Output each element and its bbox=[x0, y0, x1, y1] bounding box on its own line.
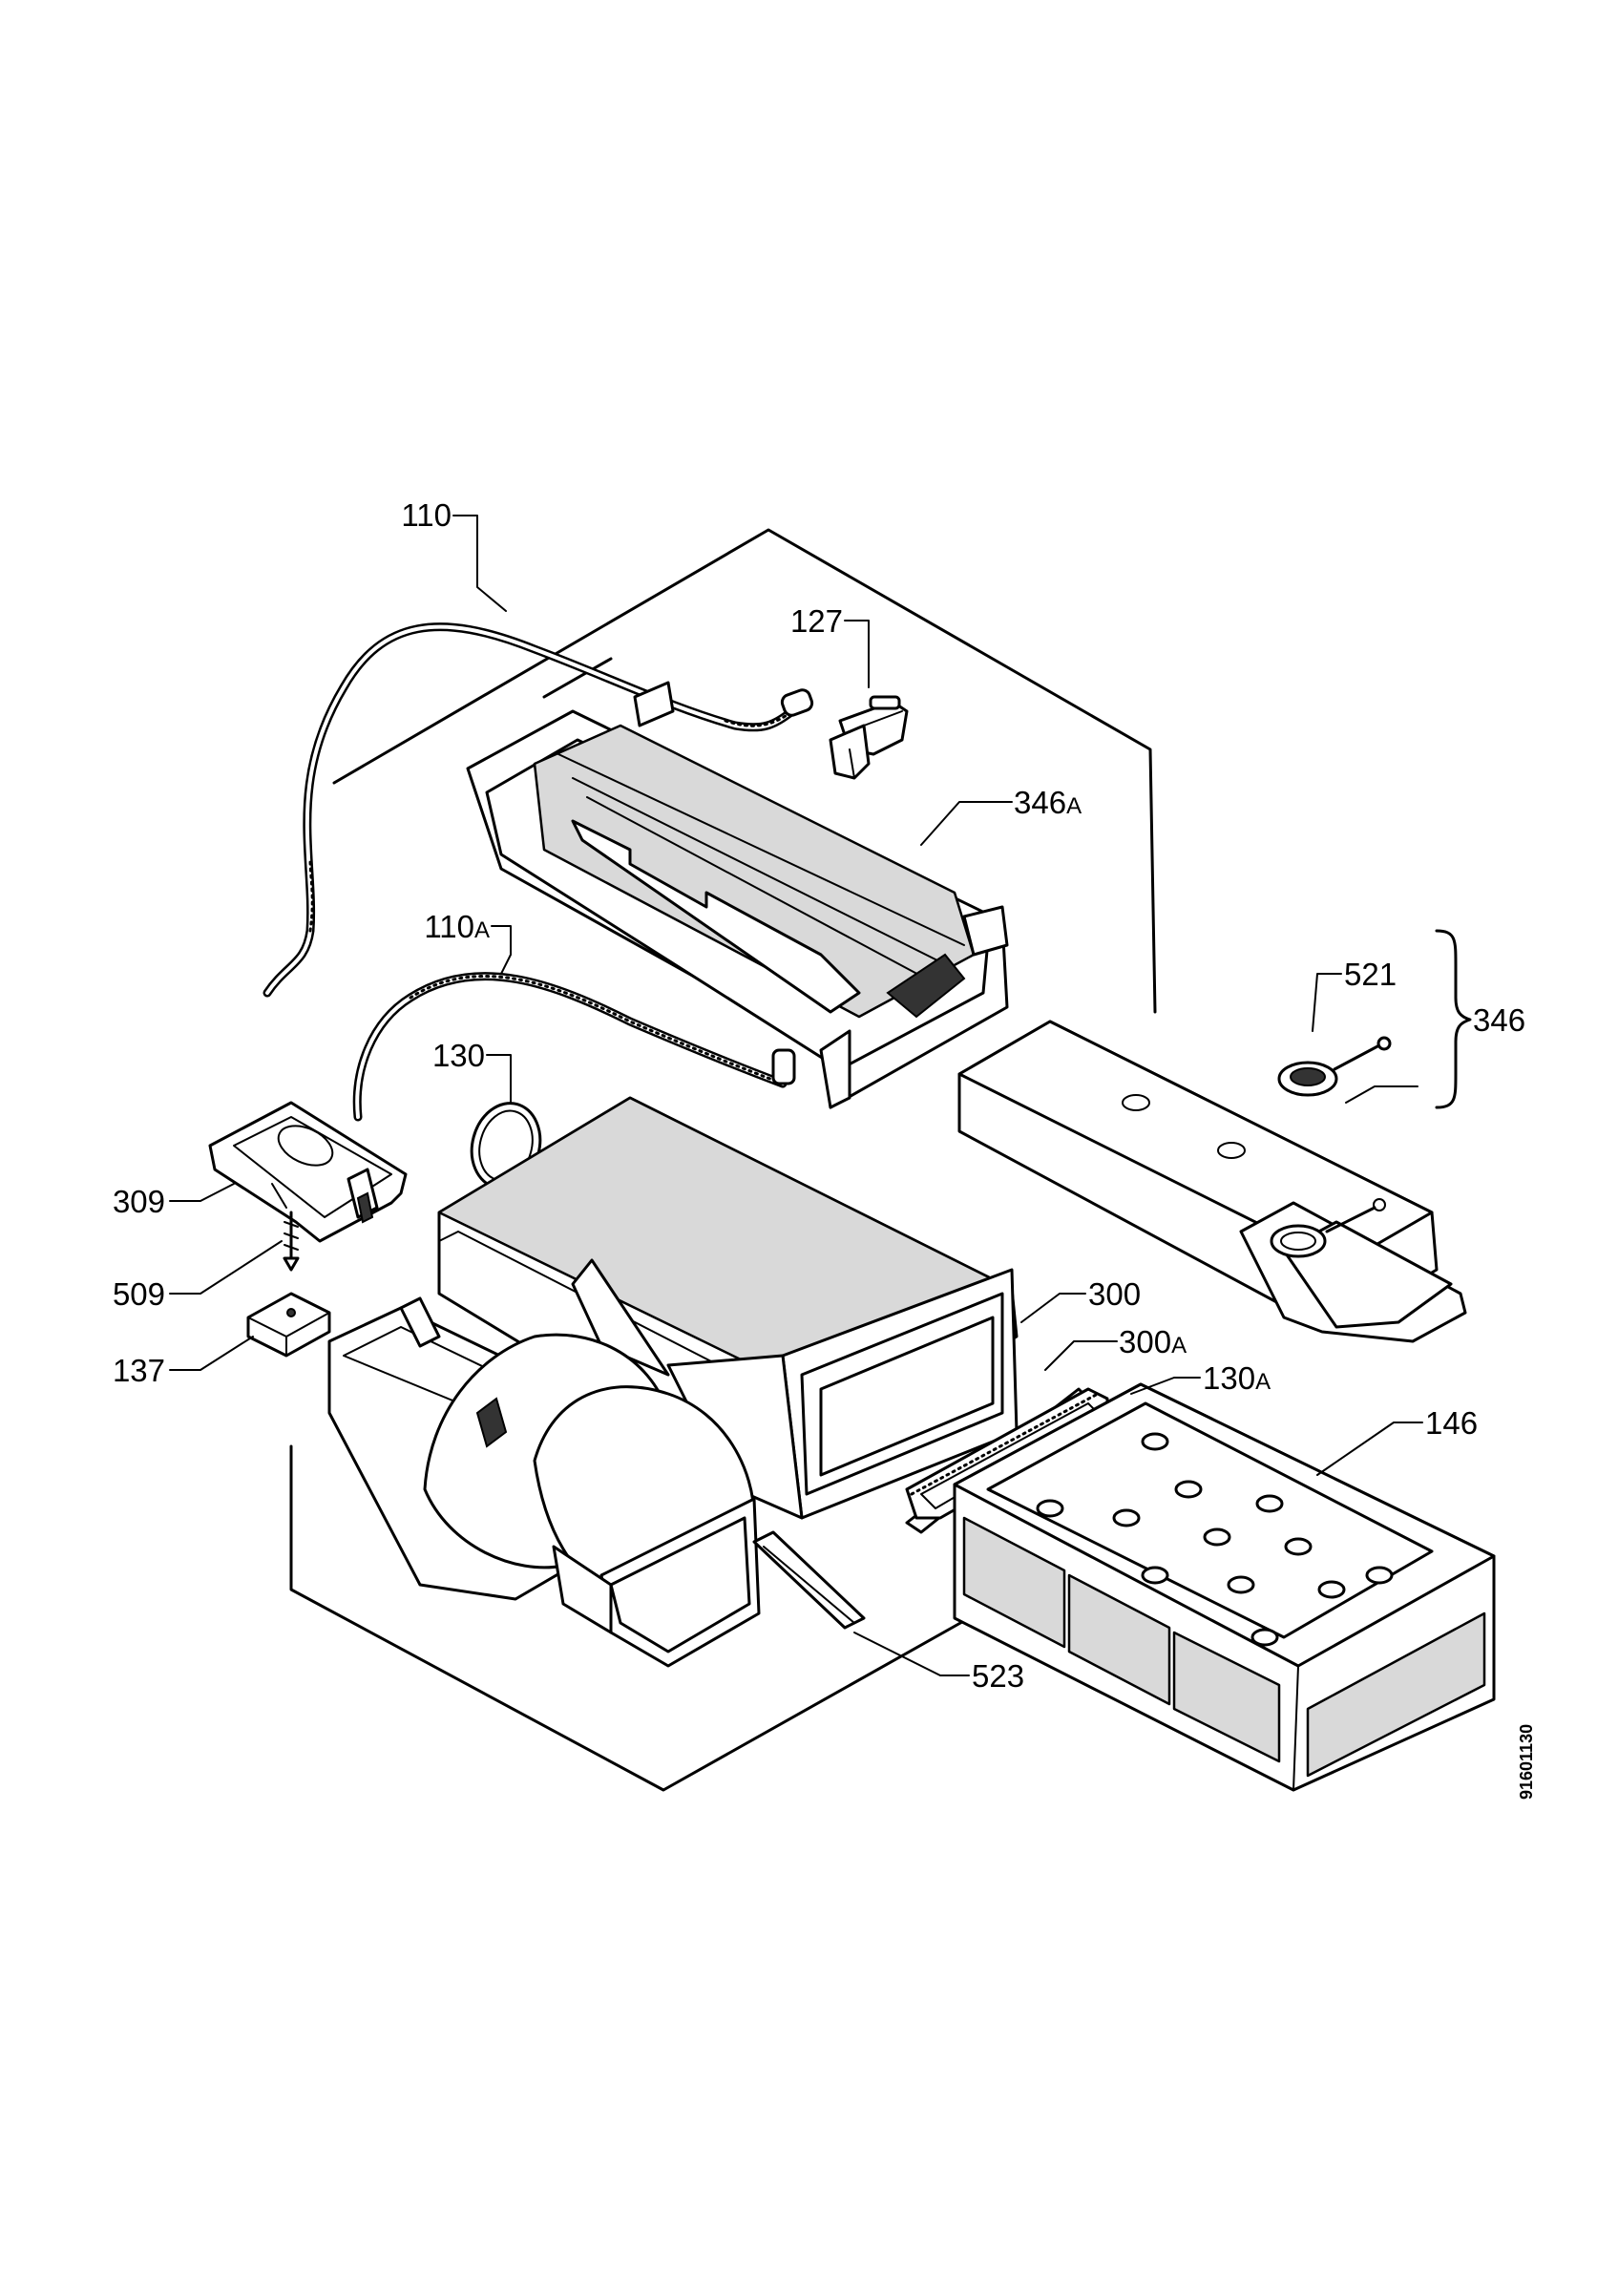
float-521 bbox=[1277, 1036, 1392, 1097]
lower-assembly-bracket bbox=[289, 1444, 971, 1792]
condenser-front-grille bbox=[962, 1516, 1486, 1778]
callout-300a: 300A bbox=[1119, 1324, 1187, 1359]
figure-id: 91601130 bbox=[1517, 1724, 1536, 1800]
hose-110 bbox=[263, 622, 814, 998]
callout-127: 127 bbox=[790, 603, 843, 639]
strip-523 bbox=[752, 1530, 866, 1630]
container-housing-346a bbox=[466, 681, 1009, 1109]
condenser-holes bbox=[1036, 1432, 1394, 1647]
callout-309: 309 bbox=[113, 1184, 165, 1219]
fan-housing bbox=[327, 1296, 761, 1668]
callout-130a: 130A bbox=[1203, 1360, 1271, 1396]
hose-110a bbox=[352, 972, 796, 1122]
filter-137 bbox=[246, 1292, 331, 1358]
callout-labels: 110 127 346A 110A 521 346 130 309 509 13… bbox=[113, 497, 1525, 1694]
exchanger-housing-300 bbox=[437, 1096, 1019, 1520]
callout-346a: 346A bbox=[1014, 785, 1082, 820]
water-container-346 bbox=[957, 1020, 1467, 1343]
callout-137: 137 bbox=[113, 1353, 165, 1388]
callout-110: 110 bbox=[401, 497, 452, 533]
callout-523: 523 bbox=[972, 1658, 1024, 1694]
callout-130: 130 bbox=[432, 1038, 485, 1073]
callout-146: 146 bbox=[1425, 1405, 1478, 1441]
condenser-146 bbox=[953, 1382, 1496, 1792]
lid-309 bbox=[208, 1101, 408, 1243]
callout-346: 346 bbox=[1473, 1002, 1525, 1038]
callout-521: 521 bbox=[1344, 957, 1397, 992]
screw-509 bbox=[283, 1211, 300, 1272]
callout-300: 300 bbox=[1088, 1276, 1141, 1312]
callout-509: 509 bbox=[113, 1276, 165, 1312]
clip-127 bbox=[829, 695, 909, 780]
group-brace-346 bbox=[1435, 929, 1472, 1109]
callout-110a: 110A bbox=[424, 909, 490, 944]
leader-lines bbox=[169, 515, 1423, 1676]
